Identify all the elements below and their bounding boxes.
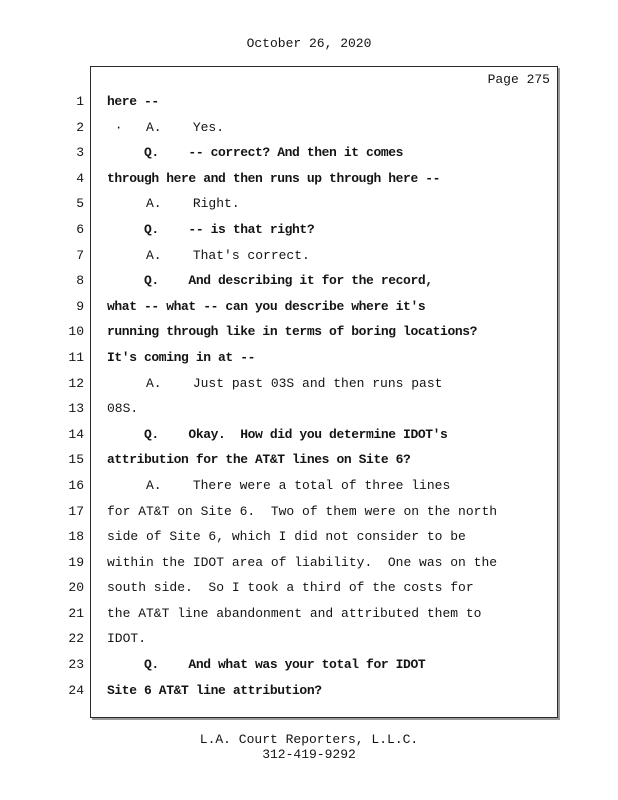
line-text: through here and then runs up through he… [107, 170, 441, 186]
transcript-line: 6 Q. -- is that right? [0, 217, 618, 243]
line-text: side of Site 6, which I did not consider… [107, 529, 466, 545]
line-number: 21 [68, 605, 84, 621]
line-number: 24 [68, 682, 84, 698]
line-text: running through like in terms of boring … [107, 324, 478, 340]
line-text: within the IDOT area of liability. One w… [107, 554, 498, 570]
transcript-line: 2 · A. Yes. [0, 115, 618, 141]
line-number: 17 [68, 503, 84, 519]
line-text: A. Just past 03S and then runs past [107, 375, 443, 391]
line-number: 1 [76, 94, 84, 109]
line-number: 8 [76, 273, 84, 289]
transcript-line: 12 A. Just past 03S and then runs past [0, 371, 618, 397]
line-text: what -- what -- can you describe where i… [107, 298, 426, 314]
line-number: 10 [68, 324, 84, 340]
footer-phone: 312-419-9292 [262, 747, 356, 762]
transcript-line: 9 what -- what -- can you describe where … [0, 294, 618, 320]
footer: L.A. Court Reporters, L.L.C. 312-419-929… [0, 732, 618, 762]
line-text: A. There were a total of three lines [107, 477, 451, 493]
transcript-line: 11 It's coming in at -- [0, 345, 618, 371]
footer-company: L.A. Court Reporters, L.L.C. [199, 732, 419, 747]
line-text: 08S. [107, 401, 139, 417]
line-number: 6 [76, 221, 84, 237]
line-number: 2 [76, 119, 84, 135]
transcript-line: 13 08S. [0, 396, 618, 422]
line-number: 14 [68, 426, 84, 442]
header-date: October 26, 2020 [246, 36, 372, 51]
page-number: Page 275 [487, 72, 550, 87]
line-text: Q. Okay. How did you determine IDOT's [107, 426, 448, 442]
line-number: 16 [68, 477, 84, 493]
transcript-line: 19 within the IDOT area of liability. One… [0, 550, 618, 576]
line-text: attribution for the AT&T lines on Site 6… [107, 452, 411, 468]
line-text: IDOT. [107, 631, 147, 647]
line-number: 4 [76, 170, 84, 186]
transcript-line: 5 A. Right. [0, 191, 618, 217]
line-text: Q. -- correct? And then it comes [107, 145, 404, 161]
line-text: Q. And describing it for the record, [107, 273, 433, 289]
line-text: here -- [107, 94, 159, 109]
line-number: 3 [76, 145, 84, 161]
transcript-line: 21 the AT&T line abandonment and attribut… [0, 601, 618, 627]
transcript-line: 3 Q. -- correct? And then it comes [0, 140, 618, 166]
line-number: 18 [68, 529, 84, 545]
transcript-line: 22 IDOT. [0, 626, 618, 652]
line-number: 5 [76, 196, 84, 212]
transcript-line: 20 south side. So I took a third of the c… [0, 575, 618, 601]
line-number: 20 [68, 580, 84, 596]
line-number: 13 [68, 401, 84, 417]
line-number: 9 [76, 298, 84, 314]
transcript-line: 18 side of Site 6, which I did not consid… [0, 524, 618, 550]
transcript-line: 23 Q. And what was your total for IDOT [0, 652, 618, 678]
line-number: 22 [68, 631, 84, 647]
transcript-line: 17 for AT&T on Site 6. Two of them were o… [0, 499, 618, 525]
line-text: A. That's correct. [107, 247, 310, 263]
line-text: Q. And what was your total for IDOT [107, 657, 426, 673]
transcript-line: 8 Q. And describing it for the record, [0, 268, 618, 294]
line-number: 11 [68, 349, 84, 365]
transcript-line: 14 Q. Okay. How did you determine IDOT's [0, 422, 618, 448]
line-text: Q. -- is that right? [107, 221, 315, 237]
transcript-line: 15 attribution for the AT&T lines on Site… [0, 447, 618, 473]
line-text: for AT&T on Site 6. Two of them were on … [107, 503, 498, 519]
line-number: 19 [68, 554, 84, 570]
transcript-line: 4 through here and then runs up through h… [0, 166, 618, 192]
transcript-line: 10 running through like in terms of borin… [0, 319, 618, 345]
line-text: · A. Yes. [107, 119, 225, 135]
transcript-line: 24 Site 6 AT&T line attribution? [0, 678, 618, 704]
transcript-line: 7 A. That's correct. [0, 243, 618, 269]
line-text: It's coming in at -- [107, 349, 256, 365]
line-number: 7 [76, 247, 84, 263]
line-number: 23 [68, 657, 84, 673]
line-number: 15 [68, 452, 84, 468]
line-text: A. Right. [107, 196, 240, 212]
line-text: Site 6 AT&T line attribution? [107, 682, 322, 698]
transcript-line: 16 A. There were a total of three lines [0, 473, 618, 499]
transcript-border-box [90, 66, 558, 718]
line-text: south side. So I took a third of the cos… [107, 580, 474, 596]
line-number: 12 [68, 375, 84, 391]
line-text: the AT&T line abandonment and attributed… [107, 605, 482, 621]
transcript-line: 1 here -- [0, 89, 618, 115]
